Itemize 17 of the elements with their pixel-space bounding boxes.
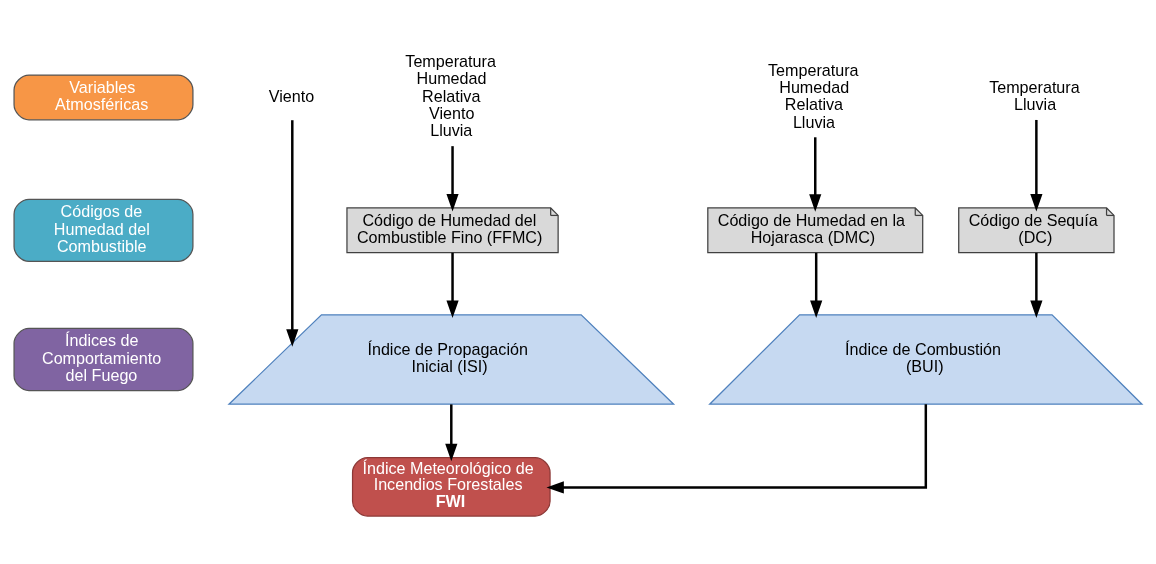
node-box: Índices de Comportamiento del Fuego: [13, 327, 194, 391]
node-text: Temperatura Humedad Relativa Lluvia: [768, 60, 859, 131]
arrow: [445, 403, 458, 461]
node-text: Temperatura Lluvia: [989, 77, 1080, 113]
arrow: [446, 145, 459, 211]
node-box: Índice Meteorológico de Incendios Forestales FWI: [351, 456, 551, 517]
node-text: Viento: [268, 86, 315, 105]
arrow: [1030, 119, 1043, 211]
arrow: [546, 403, 928, 494]
arrow: [809, 136, 822, 212]
arrow: [810, 252, 823, 318]
node-box: Códigos de Humedad del Combustible: [13, 198, 194, 262]
arrow: [1030, 252, 1043, 318]
node-box: Variables Atmosféricas: [13, 73, 194, 120]
arrow: [446, 252, 459, 318]
node-text: Temperatura Humedad Relativa Viento Lluvia: [405, 51, 496, 139]
arrow: [286, 119, 299, 347]
